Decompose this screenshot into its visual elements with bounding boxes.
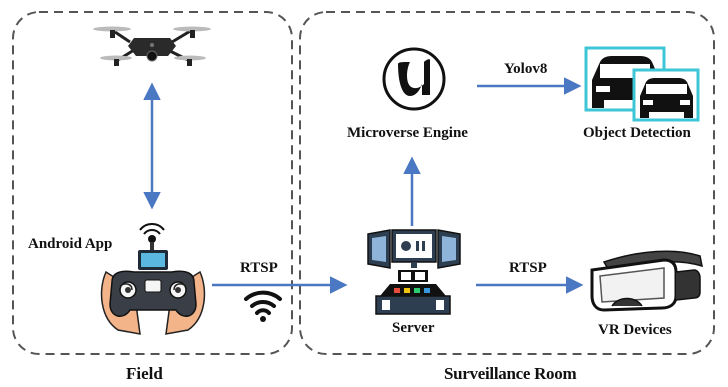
drone-icon xyxy=(93,26,211,66)
server-label: Server xyxy=(392,320,435,336)
surveillance-room-label: Surveillance Room xyxy=(444,364,577,383)
server-icon xyxy=(367,229,461,315)
cars-detection-icon xyxy=(584,46,700,122)
rtsp-right-label: RTSP xyxy=(509,260,547,276)
android-app-label: Android App xyxy=(28,236,113,252)
object-detection-label: Object Detection xyxy=(583,125,691,141)
surveillance-room-region xyxy=(299,11,715,355)
vr-headset-icon xyxy=(590,250,703,312)
rtsp-left-label: RTSP xyxy=(240,260,278,276)
vr-devices-label: VR Devices xyxy=(598,322,672,338)
remote-controller-icon xyxy=(100,223,206,335)
unreal-engine-icon xyxy=(382,47,446,111)
yolov8-label: Yolov8 xyxy=(504,61,548,77)
field-region xyxy=(12,11,293,355)
microverse-engine-label: Microverse Engine xyxy=(347,125,468,141)
field-label: Field xyxy=(126,364,163,383)
wifi-icon xyxy=(244,290,282,322)
